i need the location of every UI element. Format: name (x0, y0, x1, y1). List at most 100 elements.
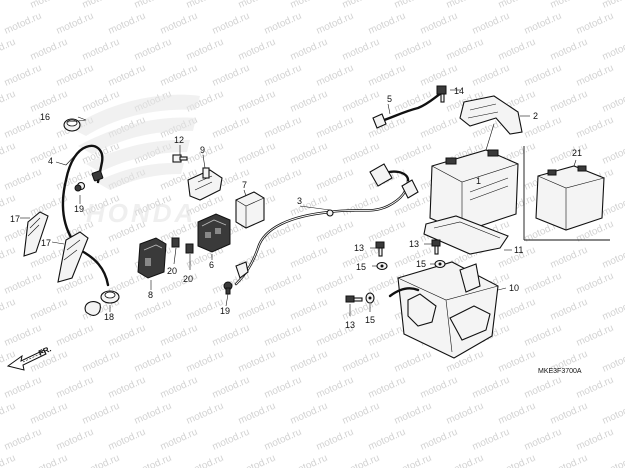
watermark-text: motod.ru (419, 63, 460, 89)
watermark-text: motod.ru (549, 453, 590, 468)
watermark-text: motod.ru (575, 323, 616, 349)
watermark-text: motod.ru (3, 11, 44, 37)
watermark-text: motod.ru (419, 427, 460, 453)
watermark-text: motod.ru (0, 401, 17, 427)
watermark-text: motod.ru (393, 89, 434, 115)
watermark-text: motod.ru (0, 37, 17, 63)
watermark-text: motod.ru (523, 323, 564, 349)
callout-9: 9 (200, 145, 205, 155)
washer-15-c (365, 292, 375, 304)
watermark-text: motod.ru (445, 401, 486, 427)
watermark-text: motod.ru (107, 323, 148, 349)
watermark-text: motod.ru (3, 115, 44, 141)
watermark-text: motod.ru (81, 37, 122, 63)
watermark-text: motod.ru (289, 401, 330, 427)
watermark-text: motod.ru (419, 115, 460, 141)
watermark-text: motod.ru (185, 0, 226, 11)
watermark-text: motod.ru (55, 323, 96, 349)
callout-19-b: 19 (220, 306, 230, 316)
watermark-text: motod.ru (315, 375, 356, 401)
watermark-text: motod.ru (29, 297, 70, 323)
watermark-text: motod.ru (107, 375, 148, 401)
watermark-text: motod.ru (575, 375, 616, 401)
watermark-text: motod.ru (471, 375, 512, 401)
connector-8 (137, 237, 167, 279)
callout-17-b: 17 (41, 238, 51, 248)
watermark-text: motod.ru (211, 323, 252, 349)
watermark-text: motod.ru (263, 271, 304, 297)
callout-6: 6 (209, 260, 214, 270)
watermark-text: motod.ru (549, 89, 590, 115)
watermark-text: motod.ru (55, 427, 96, 453)
callout-13-a: 13 (354, 243, 364, 253)
main-harness-3 (234, 163, 419, 286)
watermark-text: motod.ru (341, 349, 382, 375)
watermark-text: motod.ru (367, 427, 408, 453)
watermark-text: motod.ru (315, 11, 356, 37)
watermark-text: motod.ru (523, 115, 564, 141)
watermark-text: motod.ru (211, 427, 252, 453)
battery-box-10 (388, 261, 499, 359)
watermark-text: motod.ru (393, 193, 434, 219)
watermark-text: motod.ru (393, 453, 434, 468)
fuse-20-a (171, 237, 180, 248)
watermark-text: motod.ru (445, 37, 486, 63)
watermark-text: motod.ru (289, 349, 330, 375)
watermark-text: motod.ru (237, 0, 278, 11)
callout-15-c: 15 (365, 315, 375, 325)
watermark-text: motod.ru (289, 89, 330, 115)
watermark-text: motod.ru (471, 11, 512, 37)
callout-20-a: 20 (167, 266, 177, 276)
watermark-text: motod.ru (263, 167, 304, 193)
watermark-text: motod.ru (263, 11, 304, 37)
watermark-text: motod.ru (315, 271, 356, 297)
callout-12: 12 (174, 135, 184, 145)
watermark-text: motod.ru (393, 401, 434, 427)
watermark-text: motod.ru (497, 297, 538, 323)
watermark-text: motod.ru (367, 219, 408, 245)
watermark-text: motod.ru (497, 401, 538, 427)
watermark-text: motod.ru (263, 427, 304, 453)
watermark-text: motod.ru (445, 0, 486, 11)
watermark-text: motod.ru (289, 453, 330, 468)
watermark-text: motod.ru (601, 89, 625, 115)
callout-2: 2 (533, 111, 538, 121)
watermark-text: motod.ru (549, 401, 590, 427)
callout-14: 14 (454, 86, 464, 96)
relay-cover-7 (235, 191, 265, 229)
watermark-text: motod.ru (81, 0, 122, 11)
watermark-text: motod.ru (237, 453, 278, 468)
watermark-text: motod.ru (81, 401, 122, 427)
clip-19-b (223, 281, 233, 295)
leader-lines (20, 89, 577, 316)
watermark-text: motod.ru (237, 401, 278, 427)
watermark-text: motod.ru (549, 245, 590, 271)
grommet-18 (84, 290, 120, 316)
callout-13-c: 13 (345, 320, 355, 330)
bolt-13-c (345, 295, 363, 303)
watermark-text: motod.ru (601, 193, 625, 219)
callout-8: 8 (148, 290, 153, 300)
front-arrow-icon (6, 349, 47, 371)
watermark-text: motod.ru (601, 453, 625, 468)
bracket-9 (187, 167, 223, 201)
watermark-text: motod.ru (367, 375, 408, 401)
watermark-text: motod.ru (445, 453, 486, 468)
watermark-text: motod.ru (575, 63, 616, 89)
cover-17-lower (57, 231, 89, 283)
watermark-text: motod.ru (601, 37, 625, 63)
watermark-text: motod.ru (133, 297, 174, 323)
watermark-text: motod.ru (419, 375, 460, 401)
watermark-text: motod.ru (29, 453, 70, 468)
watermark-text: motod.ru (185, 453, 226, 468)
watermark-text: motod.ru (263, 375, 304, 401)
watermark-text: motod.ru (29, 37, 70, 63)
watermark-text: motod.ru (263, 115, 304, 141)
watermark-text: motod.ru (341, 193, 382, 219)
callout-11: 11 (514, 245, 523, 255)
watermark-text: motod.ru (0, 453, 17, 468)
watermark-text: motod.ru (133, 453, 174, 468)
callout-17-a: 17 (10, 214, 20, 224)
